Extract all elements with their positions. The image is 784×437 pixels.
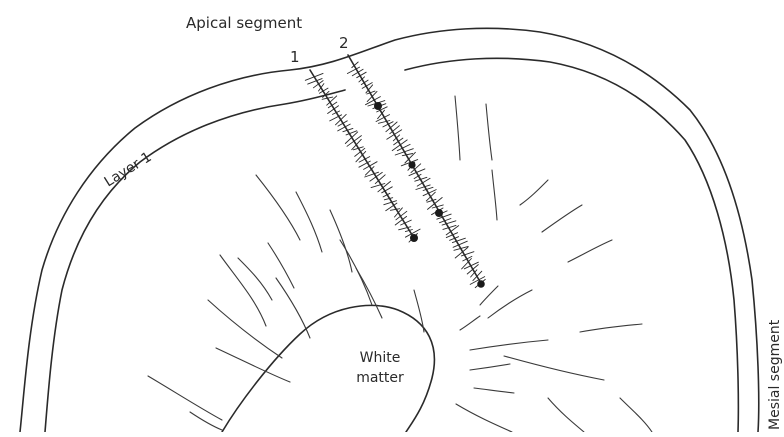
track-hatch-mark <box>384 201 397 205</box>
track-hatch-mark <box>392 140 407 151</box>
recording-site-dot <box>435 209 443 217</box>
layer1-inner-outline-right <box>405 58 738 432</box>
track-2-label: 2 <box>339 34 349 52</box>
mesial-segment-label: Mesial segment <box>767 319 783 430</box>
track-hatch-mark <box>370 172 382 181</box>
layer-1-label: Layer 1 <box>102 149 155 190</box>
white-matter-label-line2: matter <box>356 370 404 386</box>
recording-site-dot <box>477 280 485 288</box>
track-hatch-mark <box>390 209 399 211</box>
electrode-track-2 <box>347 55 485 288</box>
white-matter-label-line1: White <box>360 350 401 366</box>
white-matter-outline <box>222 305 434 432</box>
track-hatch-mark <box>345 132 357 144</box>
layer1-inner-outline <box>45 90 345 432</box>
recording-site-dot <box>374 102 382 110</box>
track-hatch-mark <box>336 114 347 124</box>
recording-site-dot <box>408 161 415 168</box>
recording-site-dot <box>410 234 418 242</box>
track-hatch-mark <box>467 265 478 274</box>
track-hatch-mark <box>402 154 412 156</box>
apical-segment-label: Apical segment <box>186 14 302 32</box>
track-1-label: 1 <box>290 48 300 66</box>
